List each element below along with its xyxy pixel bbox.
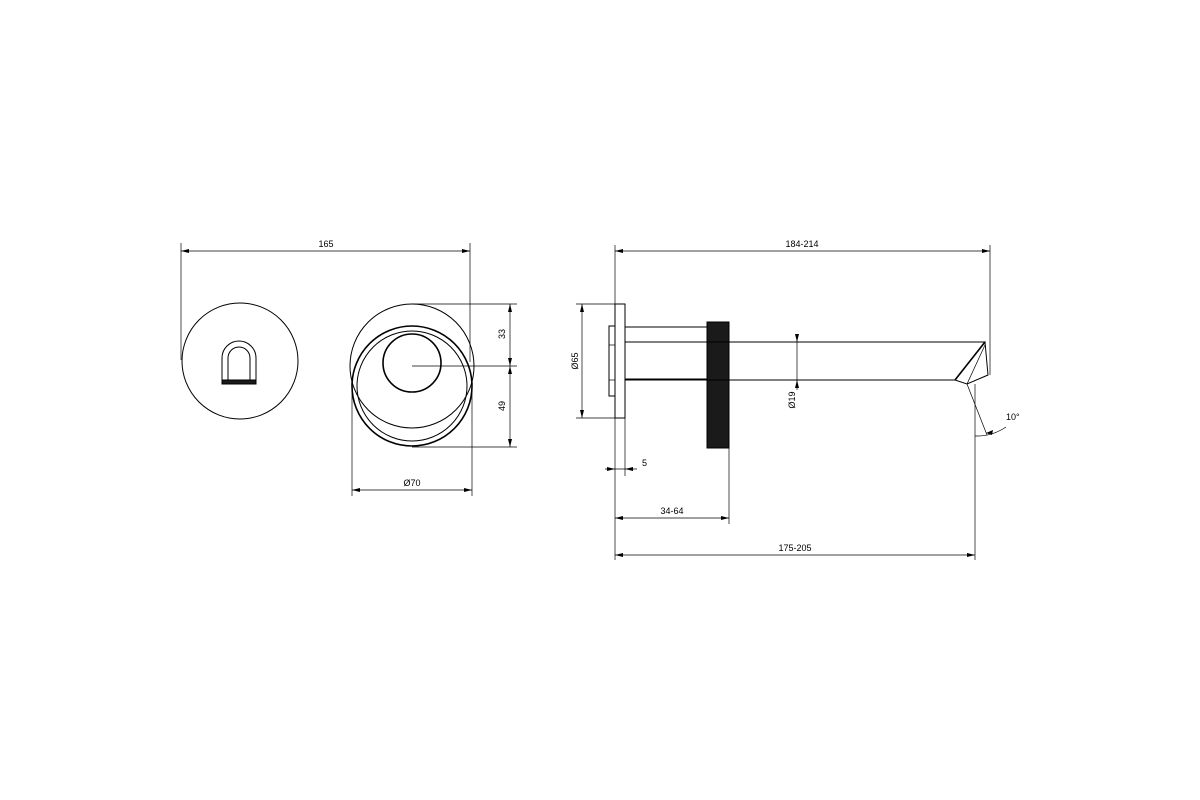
dim-spout-reach: 175-205 xyxy=(614,524,975,560)
dim-flange-thickness-label: 5 xyxy=(642,458,647,468)
dim-rosette-side: Ø65 xyxy=(570,303,615,419)
dim-front-width: 165 xyxy=(180,239,471,362)
dim-lower-height-label: 49 xyxy=(497,401,507,411)
wall-section xyxy=(706,321,730,449)
spout-rosette xyxy=(181,302,299,420)
dim-overall-length: 184-214 xyxy=(614,239,991,375)
dim-spout-diameter-label: Ø19 xyxy=(787,391,797,408)
mixer-handle xyxy=(349,303,475,447)
front-view xyxy=(181,302,475,447)
dim-front-width-label: 165 xyxy=(318,239,333,249)
flange-plate xyxy=(614,303,626,419)
dim-flange-thickness: 5 xyxy=(605,418,647,476)
dim-rosette-side-label: Ø65 xyxy=(570,352,580,369)
dim-spout-angle-label: 10° xyxy=(1006,412,1020,422)
dim-wall-depth: 34-64 xyxy=(614,448,730,524)
dim-rosette-front: Ø70 xyxy=(351,386,473,496)
dim-rosette-front-label: Ø70 xyxy=(403,478,420,488)
dim-spout-reach-label: 175-205 xyxy=(778,543,811,553)
dim-wall-depth-label: 34-64 xyxy=(660,506,683,516)
dim-heights: 33 49 xyxy=(412,303,517,448)
side-view xyxy=(608,303,989,449)
spout-outlet xyxy=(221,340,257,385)
dim-spout-diameter: Ø19 xyxy=(787,334,799,409)
dim-overall-length-label: 184-214 xyxy=(785,239,818,249)
dim-spout-angle: 10° xyxy=(966,383,1020,560)
dim-upper-height-label: 33 xyxy=(497,329,507,339)
spout-tube xyxy=(625,340,989,385)
